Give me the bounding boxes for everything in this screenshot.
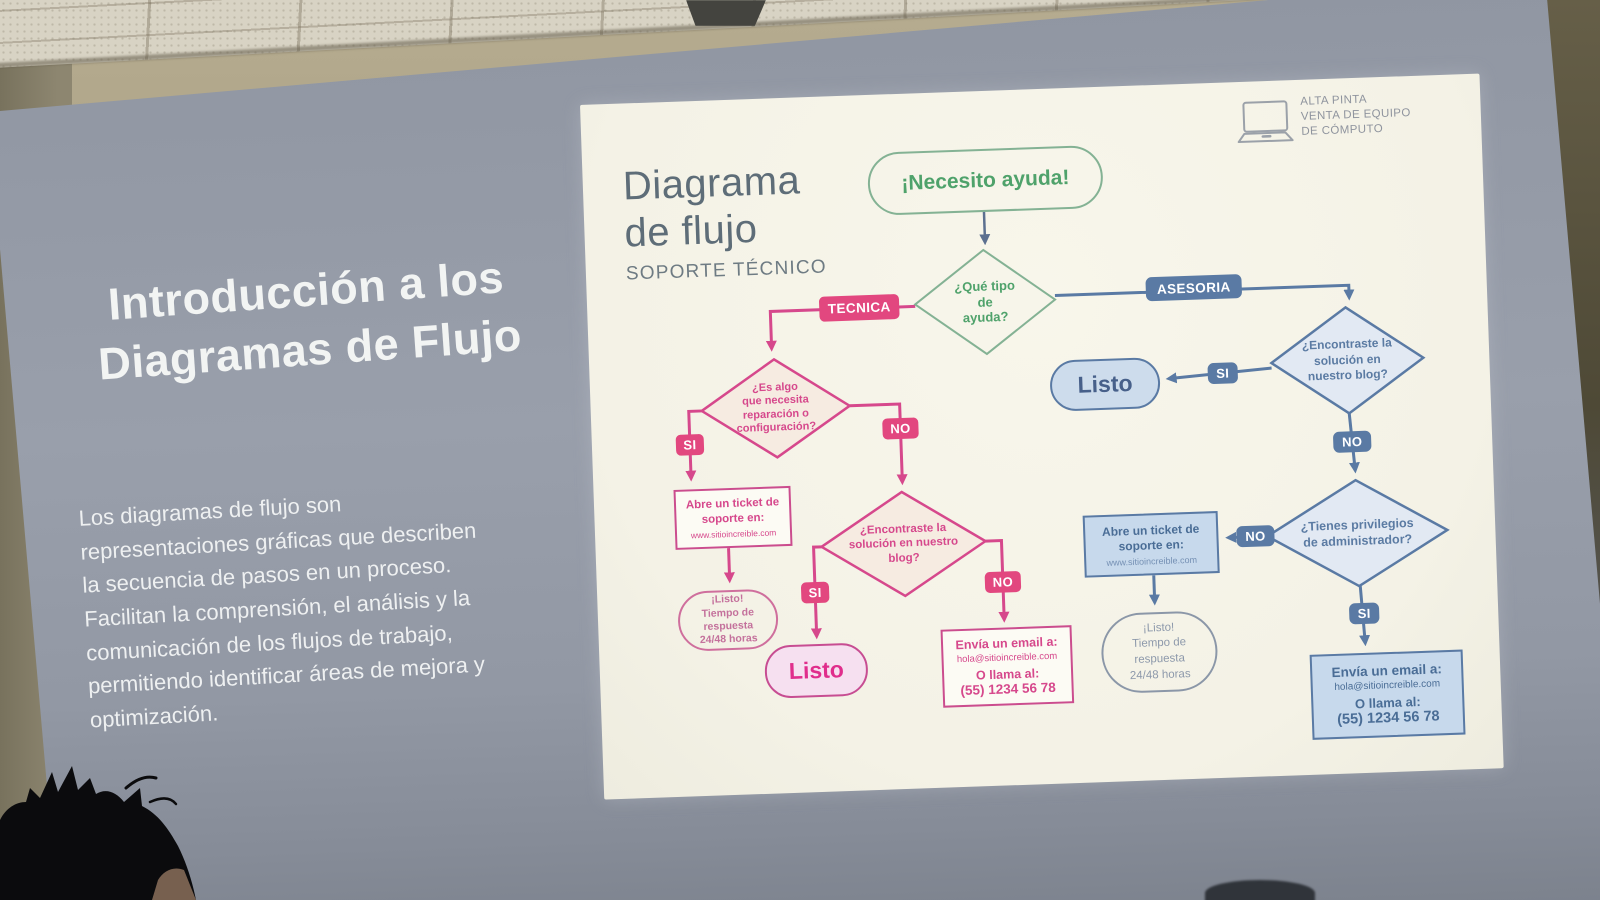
decision-admin-shape <box>1265 478 1450 588</box>
branch-label-no-blog-asesoria: NO <box>1332 430 1372 453</box>
node-listo-asesoria: Listo <box>1049 356 1161 412</box>
ticket-line1: Abre un ticket de <box>1101 521 1200 539</box>
branch-label-no-admin: NO <box>1236 525 1275 548</box>
slide-body-text: Los diagramas de flujo son representacio… <box>77 491 486 733</box>
decision-blog-asesoria-label: ¿Encontraste la solución en nuestro blog… <box>1301 335 1393 384</box>
node-email-tecnica: Envía un email a: hola@sitioincreible.co… <box>940 625 1075 708</box>
decision-blog-tecnica-shape <box>819 490 988 598</box>
branch-label-si-blog-tecnica: SI <box>800 581 830 604</box>
branch-label-no-blog-tecnica: NO <box>984 570 1022 594</box>
flowchart-title-line1: Diagrama <box>622 158 801 209</box>
decision-repair-shape <box>699 357 852 459</box>
node-email-asesoria: Envía un email a: hola@sitioincreible.co… <box>1309 649 1466 740</box>
email-line1: Envía un email a: <box>955 634 1058 653</box>
branch-label-tecnica: TECNICA <box>818 293 900 322</box>
flowchart-connectors <box>685 211 1450 647</box>
email-address: hola@sitioincreible.com <box>956 650 1058 666</box>
email-line1: Envía un email a: <box>1331 661 1443 681</box>
decision-admin-label: ¿Tienes privilegios de administrador? <box>1300 515 1414 551</box>
person-hair-silhouette <box>0 766 196 900</box>
ticket-url: www.sitioincreible.com <box>690 527 777 541</box>
ticket-line2: soporte en: <box>1118 536 1185 553</box>
decision-repair-label: ¿Es algo que necesita reparación o confi… <box>736 380 817 436</box>
node-done-wait-asesoria: ¡Listo! Tiempo de respuesta 24/48 horas <box>1100 610 1219 695</box>
decision-blog-asesoria-shape <box>1269 305 1426 415</box>
company-logo-text: ALTA PINTA VENTA DE EQUIPO DE CÓMPUTO <box>1300 91 1411 140</box>
node-ticket-tecnica: Abre un ticket de soporte en: www.sitioi… <box>673 485 793 550</box>
decision-help-type-label: ¿Qué tipo de ayuda? <box>953 277 1016 326</box>
decision-blog-tecnica-label: ¿Encontraste la solución en nuestro blog… <box>848 521 959 565</box>
node-listo-tecnica: Listo <box>763 642 869 699</box>
branch-label-si-admin: SI <box>1348 602 1380 625</box>
laptop-icon <box>1237 100 1294 144</box>
email-phone: (55) 1234 56 78 <box>1336 708 1440 728</box>
flowchart-card: Diagrama de flujo SOPORTE TÉCNICO ALTA P… <box>580 73 1504 800</box>
email-phone: (55) 1234 56 78 <box>960 679 1057 699</box>
ticket-url: www.sitioincreible.com <box>1106 554 1198 568</box>
node-ticket-asesoria: Abre un ticket de soporte en: www.sitioi… <box>1082 510 1220 578</box>
node-done-wait-tecnica: ¡Listo! Tiempo de respuesta 24/48 horas <box>677 588 780 652</box>
flowchart-title-line2: de flujo <box>623 207 759 256</box>
flowchart-title: Diagrama de flujo <box>622 157 803 258</box>
person-head-silhouette-right <box>1205 880 1315 900</box>
branch-label-asesoria: ASESORIA <box>1145 274 1243 302</box>
branch-label-si-repair: SI <box>675 433 705 456</box>
ticket-line2: soporte en: <box>701 511 765 526</box>
node-start: ¡Necesito ayuda! <box>866 144 1104 216</box>
branch-label-si-blog-asesoria: SI <box>1207 362 1239 385</box>
ceiling-mounted-object <box>686 0 766 26</box>
branch-label-no-repair: NO <box>882 417 919 440</box>
decision-help-type-shape <box>913 248 1057 356</box>
email-address: hola@sitioincreible.com <box>1334 678 1441 694</box>
